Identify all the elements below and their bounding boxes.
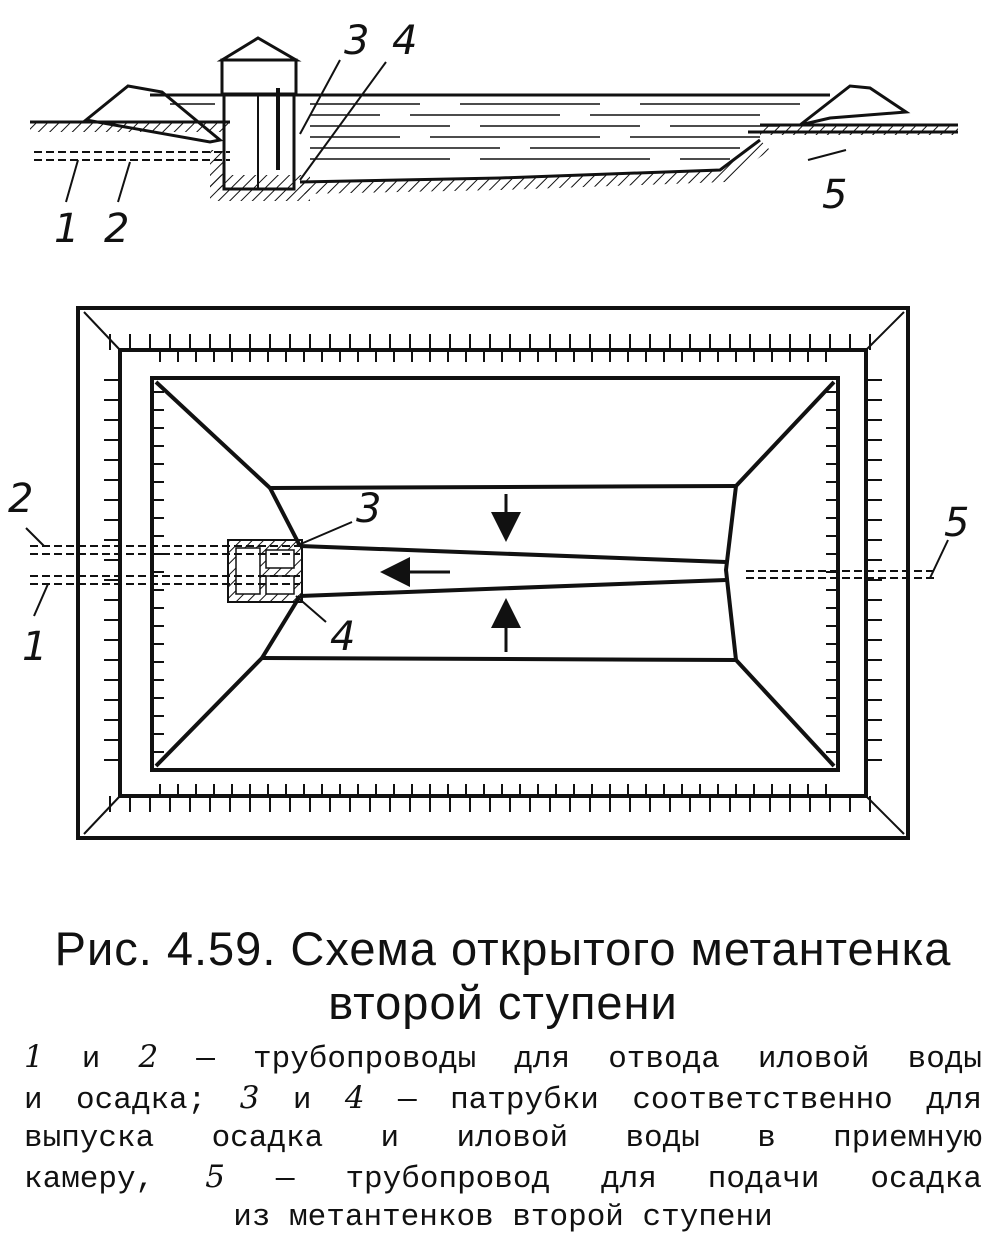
pipe-5-plan: [746, 570, 936, 579]
pipes-1-2-plan: [30, 545, 300, 585]
legend-line-5: из метантенков второй ступени: [24, 1199, 982, 1237]
legend-text-4b: — трубопровод для подачи осадка: [224, 1162, 983, 1197]
legend-text-1: — трубопроводы для отвода иловой воды: [158, 1042, 982, 1077]
label-3-plan: 3: [356, 486, 381, 532]
figure-caption-title: Рис. 4.59. Схема открытого метантенка вт…: [20, 922, 986, 1030]
label-4-plan: 4: [330, 614, 355, 660]
caption-title-line-2: второй ступени: [328, 976, 678, 1029]
water-hatching: [170, 103, 800, 160]
outer-embankment-edge: [76, 306, 910, 840]
label-1-section: 1: [54, 206, 79, 252]
legend-num-2: 2: [138, 1039, 159, 1075]
embankment-left: [82, 84, 224, 144]
label-2-plan: 2: [8, 476, 33, 522]
slope-ticks: [104, 334, 882, 812]
label-3-section: 3: [344, 18, 369, 64]
legend-num-4: 4: [344, 1080, 365, 1116]
label-5-section: 5: [822, 172, 847, 218]
embankment-right: [799, 84, 911, 127]
legend-and-1: и: [43, 1042, 139, 1077]
plan-view: 3 4 2 1 5: [8, 306, 969, 840]
legend-line-1: 1 и 2 — трубопроводы для отвода иловой в…: [24, 1038, 982, 1079]
legend-num-1: 1: [24, 1039, 44, 1075]
leaders-section: [65, 59, 847, 203]
legend-line-4: камеру, 5 — трубопровод для подачи осадк…: [24, 1158, 982, 1199]
flow-arrows: [380, 494, 521, 652]
water-edge: [150, 376, 840, 772]
inlet-chamber-plan: [227, 539, 303, 603]
label-5-plan: 5: [944, 500, 969, 546]
legend-line-2: и осадка; 3 и 4 — патрубки соответственн…: [24, 1079, 982, 1120]
label-1-plan: 1: [22, 624, 47, 670]
corner-diagonals: [83, 311, 905, 835]
tank-diagram: 3 4 5 1 2: [8, 18, 969, 840]
ground-right: [760, 123, 958, 135]
legend-text-5: из метантенков второй ступени: [233, 1200, 773, 1235]
leaders-plan: [25, 521, 949, 623]
legend-text-2a: и осадка;: [24, 1083, 240, 1118]
legend-line-3: выпуска осадка и иловой воды в приемную: [24, 1120, 982, 1158]
embankment-crest: [118, 348, 868, 798]
pipes-1-2-section: [34, 151, 230, 161]
label-2-section: 2: [104, 206, 129, 252]
receiving-chamber: [210, 36, 310, 201]
tank-bottom-outline: [154, 380, 836, 768]
legend-text-2b: — патрубки соответственно для: [364, 1083, 983, 1118]
figure-legend: 1 и 2 — трубопроводы для отвода иловой в…: [24, 1038, 982, 1237]
legend-text-4a: камеру,: [24, 1162, 206, 1197]
tank-bottom-hatch: [300, 140, 770, 194]
cross-section: 3 4 5 1 2: [30, 18, 958, 252]
legend-num-5: 5: [205, 1159, 225, 1195]
label-4-section: 4: [392, 18, 417, 64]
caption-title-line-1: Рис. 4.59. Схема открытого метантенка: [54, 922, 952, 975]
legend-text-3: выпуска осадка и иловой воды в приемную: [24, 1121, 982, 1156]
legend-and-2: и: [259, 1083, 345, 1118]
legend-num-3: 3: [239, 1080, 260, 1116]
